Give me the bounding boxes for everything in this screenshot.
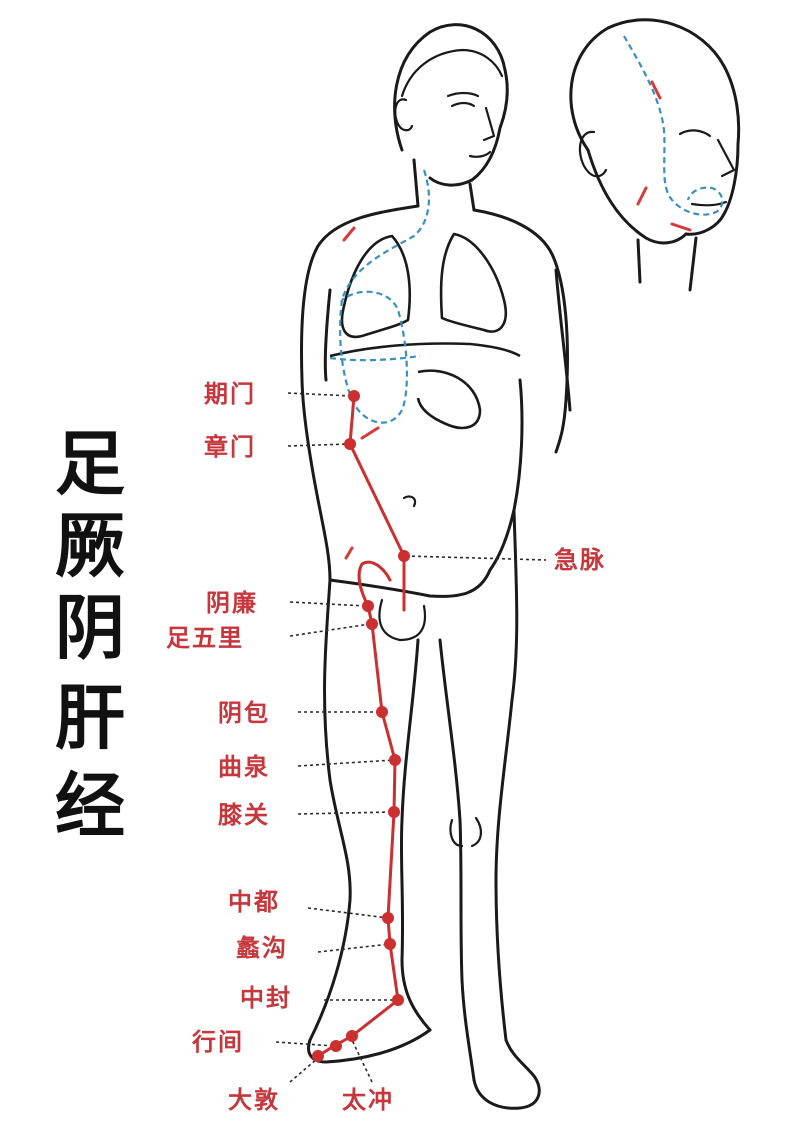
right-flank [490, 380, 522, 570]
label-zhongdu: 中都 [228, 888, 280, 916]
diaphragm [330, 344, 520, 357]
meridian-line-trunk [350, 396, 404, 556]
genital [379, 600, 425, 640]
leader-xingjian [276, 1042, 334, 1046]
label-zhongfeng: 中封 [240, 984, 292, 1012]
label-dadun: 大敦 [228, 1086, 280, 1114]
leader-xiguan [298, 812, 392, 814]
left-arm-inner [325, 290, 330, 380]
body-figure [302, 25, 570, 1109]
side-head-ear [580, 132, 606, 176]
eye-brow [448, 93, 478, 96]
hair-line [402, 50, 502, 96]
mouth [470, 152, 490, 157]
side-head-arrow-3 [672, 224, 690, 230]
acupoint-labels: 期门 章门 急脉 阴廉 足五里 阴包 曲泉 膝关 中都 蠡沟 中封 行间 大敦 … [166, 380, 606, 1114]
label-yinlian: 阴廉 [206, 589, 258, 617]
groin-line [330, 570, 490, 596]
point-jimai [398, 550, 410, 562]
label-yinbao: 阴包 [218, 699, 270, 727]
side-head-jaw [588, 150, 686, 243]
right-lung [441, 234, 506, 332]
title-char-1: 足 [55, 423, 125, 505]
leader-zuwuli [290, 624, 370, 636]
ear [395, 99, 412, 130]
point-zuwuli [366, 618, 378, 630]
thigh-arrow [346, 548, 352, 558]
side-head-arrow-2 [638, 188, 646, 204]
left-leg-outer [310, 580, 350, 1040]
internal-path-liver [340, 292, 407, 423]
point-ququan [389, 754, 401, 766]
point-zhangmen [344, 438, 356, 450]
leader-dadun [290, 1058, 318, 1082]
right-foot [474, 1040, 539, 1108]
nose [484, 108, 494, 140]
meridian-path [318, 228, 404, 1056]
knee-mark [450, 818, 480, 846]
side-head-neck [638, 238, 696, 290]
left-leg-inner [401, 640, 430, 1030]
point-xingjian [330, 1040, 342, 1052]
point-yinbao [376, 706, 388, 718]
head-outline [395, 25, 508, 185]
point-ligou [384, 938, 396, 950]
title-char-4: 肝 [55, 677, 125, 759]
leader-qimen [288, 393, 352, 396]
label-jimai: 急脉 [554, 546, 606, 574]
label-taichong: 太冲 [342, 1086, 394, 1114]
title-char-3: 阴 [55, 587, 125, 669]
label-xiguan: 膝关 [218, 801, 270, 829]
trunk-arrow-2 [362, 428, 378, 438]
point-yinlian [362, 600, 374, 612]
label-qimen: 期门 [204, 380, 256, 408]
side-head-figure [571, 20, 739, 290]
point-qimen [348, 390, 360, 402]
leader-jimai [406, 556, 546, 560]
leader-zhangmen [288, 444, 348, 446]
navel [404, 496, 415, 506]
trunk-arrow-1 [344, 228, 354, 240]
right-leg-outer [496, 510, 517, 1040]
leader-ligou [318, 944, 390, 952]
stomach [418, 371, 480, 428]
label-zuwuli: 足五里 [166, 624, 244, 652]
internal-path-diaphragm [330, 356, 420, 360]
left-lung [342, 236, 410, 337]
point-xiguan [388, 806, 400, 818]
right-leg-inner [440, 640, 474, 1080]
side-head-nose [718, 140, 734, 176]
label-ququan: 曲泉 [218, 753, 270, 781]
point-dadun [312, 1050, 324, 1062]
label-zhangmen: 章门 [204, 433, 256, 461]
point-zhongfeng [392, 994, 404, 1006]
side-head-outline [571, 20, 739, 234]
leader-ququan [298, 760, 394, 766]
eye [452, 103, 474, 106]
leader-taichong [352, 1040, 372, 1082]
title-char-5: 经 [55, 765, 125, 847]
label-xingjian: 行间 [191, 1028, 244, 1056]
point-zhongdu [382, 912, 394, 924]
title-char-2: 厥 [55, 505, 125, 587]
side-head-eye [680, 130, 710, 136]
side-head-internal-path [624, 36, 722, 215]
vertical-title: 足 厥 阴 肝 经 [55, 423, 125, 847]
point-taichong [346, 1030, 358, 1042]
label-ligou: 蠡沟 [236, 934, 288, 962]
